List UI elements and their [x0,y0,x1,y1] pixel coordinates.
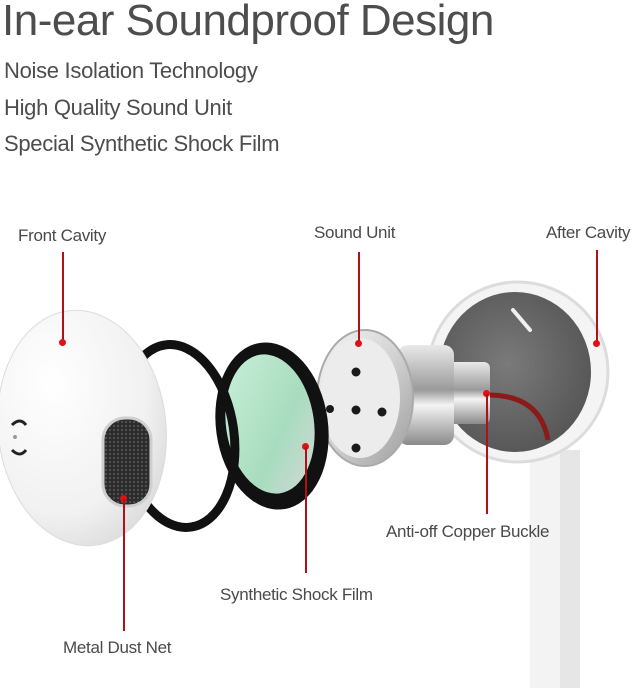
callout-sound-unit-label: Sound Unit [314,223,396,242]
callout-front-cavity-dot [59,339,66,346]
callout-after-cavity-dot [593,340,600,347]
page-title: In-ear Soundproof Design [2,0,494,45]
callout-shock-film-dot [302,443,309,450]
callout-shock-film-line [305,447,307,573]
callout-shock-film-label: Synthetic Shock Film [220,585,373,604]
callout-dust-net-line [123,499,125,631]
callout-sound-unit-dot [355,340,362,347]
callout-copper-buckle-dot [483,390,490,397]
callout-sound-unit-line [358,252,360,344]
feature-shock-film: Special Synthetic Shock Film [4,131,280,156]
callout-copper-buckle-line [486,394,488,514]
callout-after-cavity-label: After Cavity [546,223,631,242]
callout-dust-net-dot [120,495,127,502]
feature-noise-isolation: Noise Isolation Technology [4,58,258,83]
callout-front-cavity-label: Front Cavity [18,226,107,245]
feature-sound-unit: High Quality Sound Unit [4,95,232,120]
callout-dust-net-label: Metal Dust Net [63,638,172,657]
callout-front-cavity-line [62,252,64,340]
callout-after-cavity-line [596,250,598,342]
callout-copper-buckle-label: Anti-off Copper Buckle [386,522,550,541]
